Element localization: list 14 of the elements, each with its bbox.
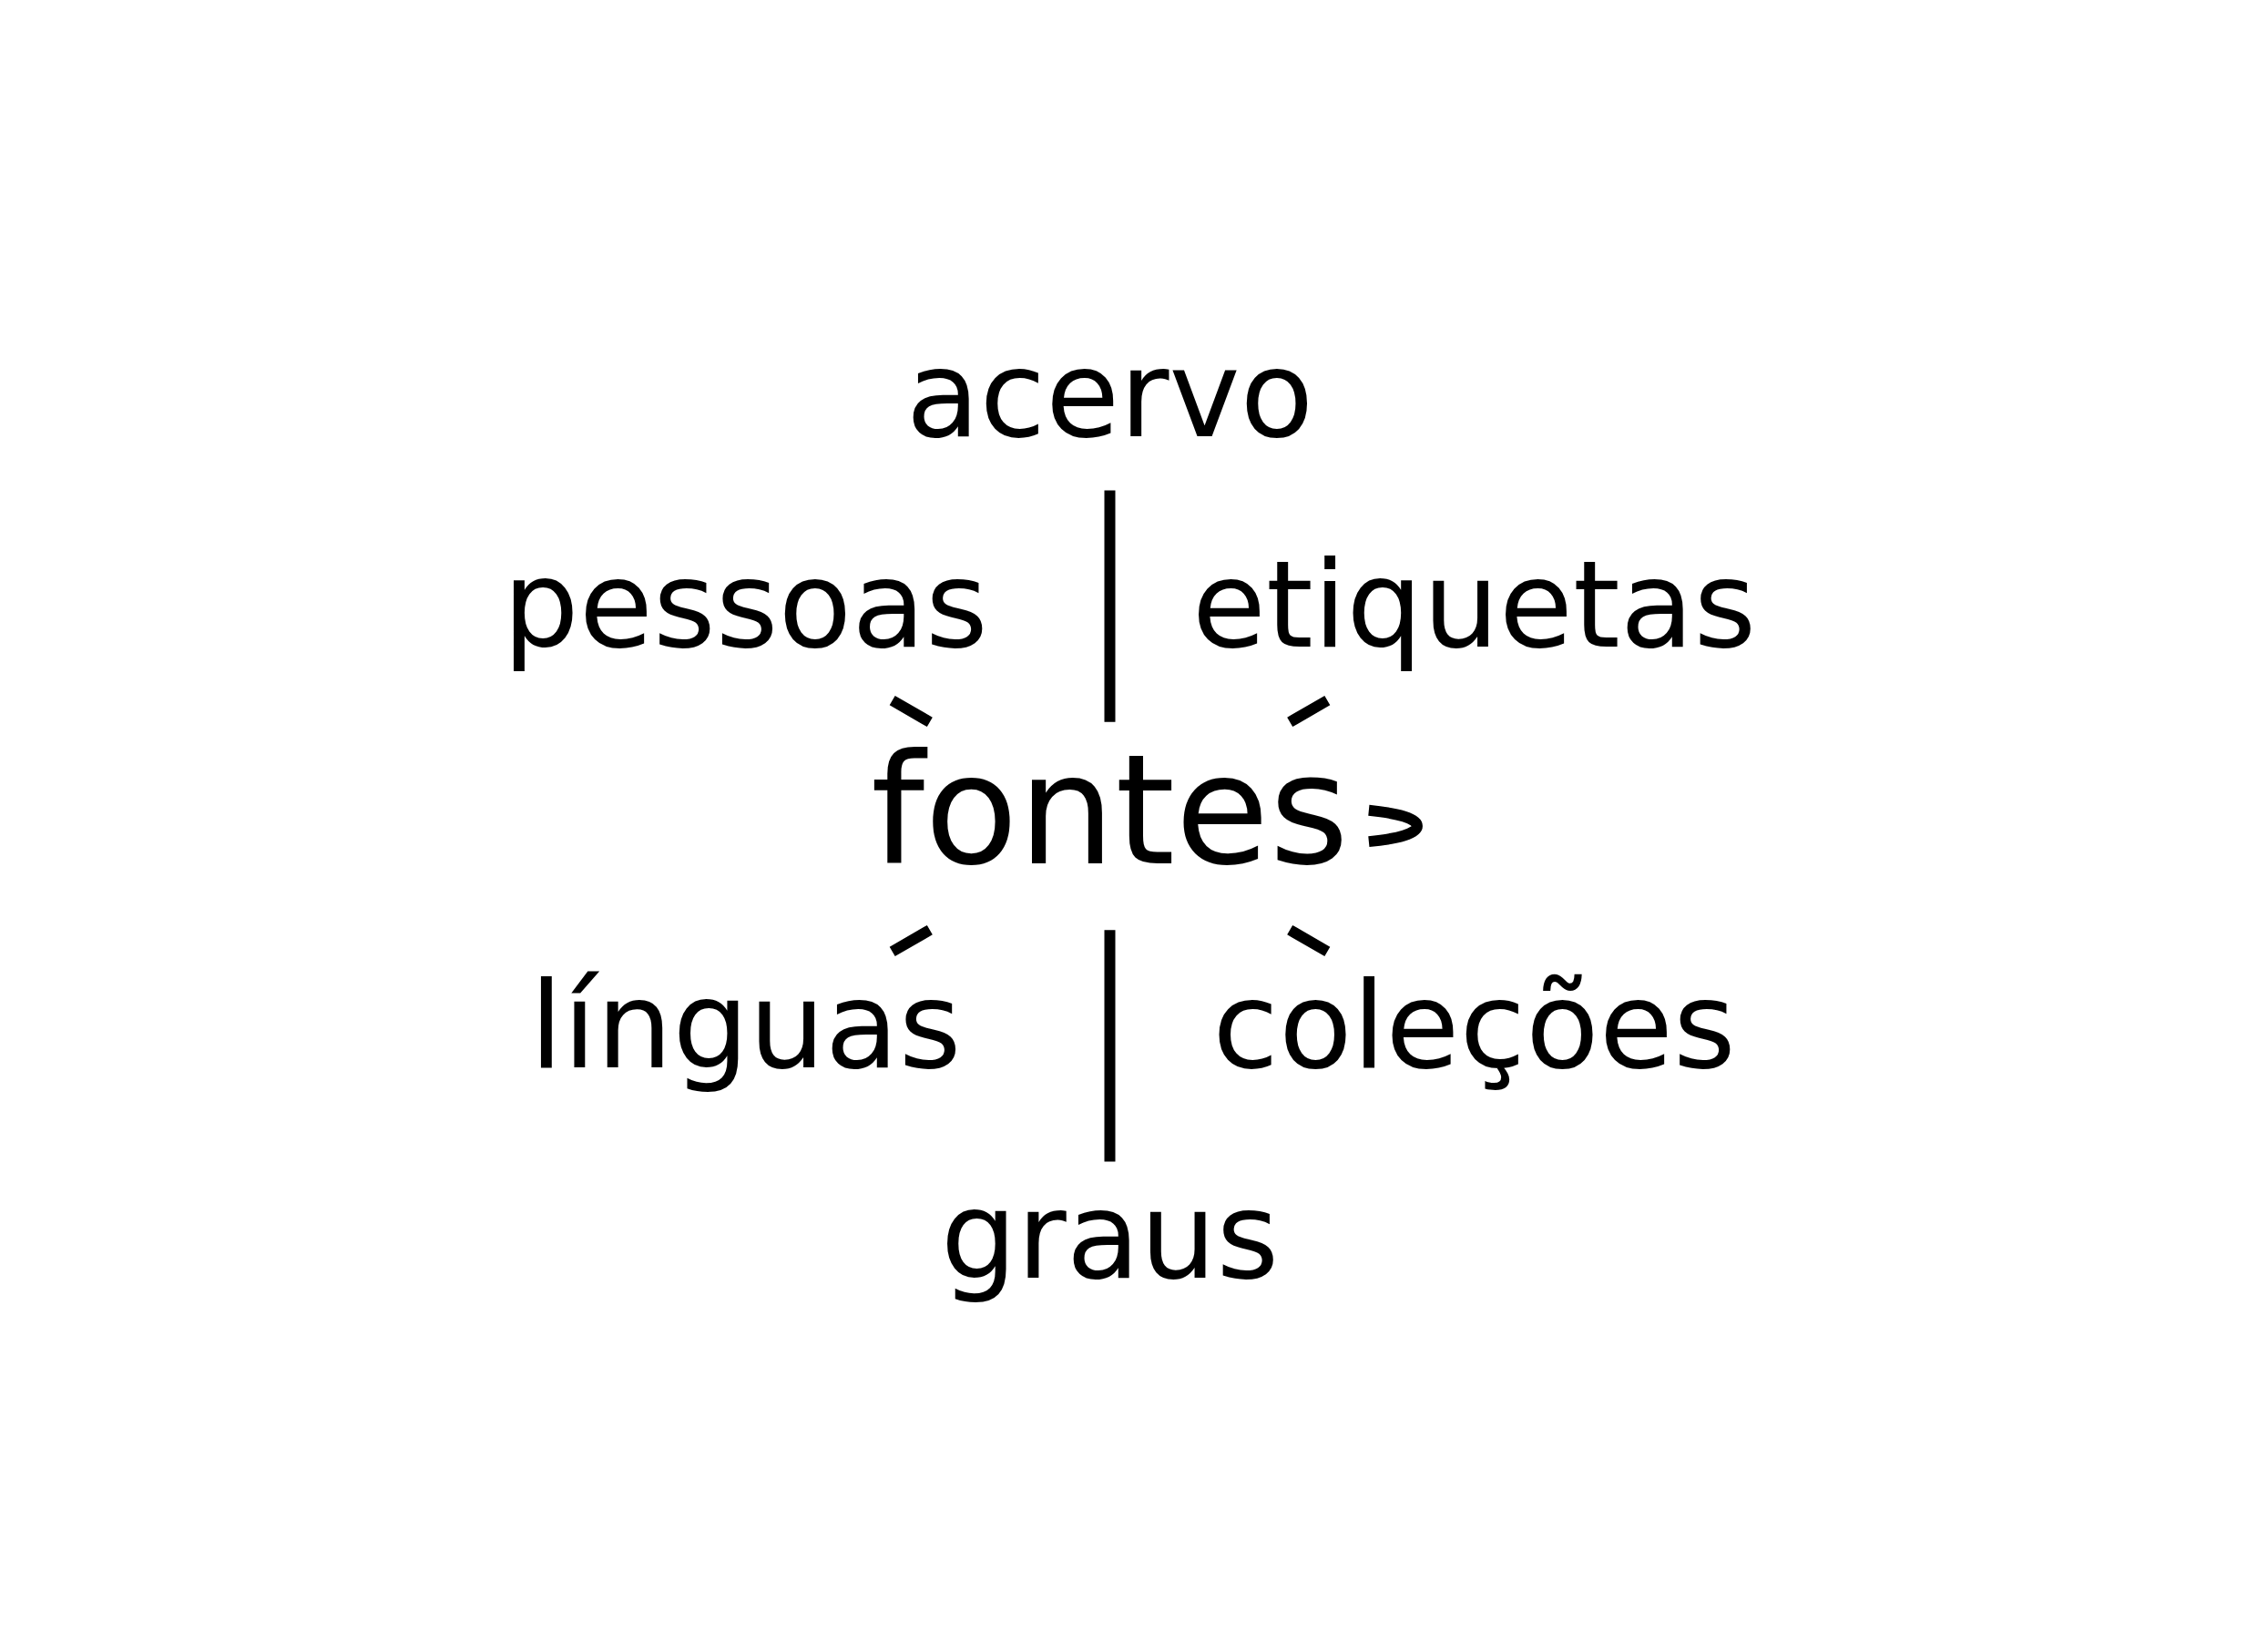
node-text: graus	[940, 1166, 1279, 1306]
node-text: fontes	[870, 721, 1349, 901]
connector	[1104, 930, 1115, 1162]
connector	[1286, 695, 1330, 728]
node-text: etiquetas	[1191, 535, 1756, 675]
connector	[1104, 490, 1115, 722]
node-text: pessoas	[502, 535, 988, 675]
node-text: coleções	[1211, 955, 1736, 1096]
connector	[1367, 804, 1423, 848]
connector	[1286, 924, 1330, 957]
node-text: línguas	[528, 955, 961, 1096]
connector	[889, 924, 933, 957]
connector	[889, 695, 933, 728]
node-text: acervo	[905, 324, 1313, 464]
